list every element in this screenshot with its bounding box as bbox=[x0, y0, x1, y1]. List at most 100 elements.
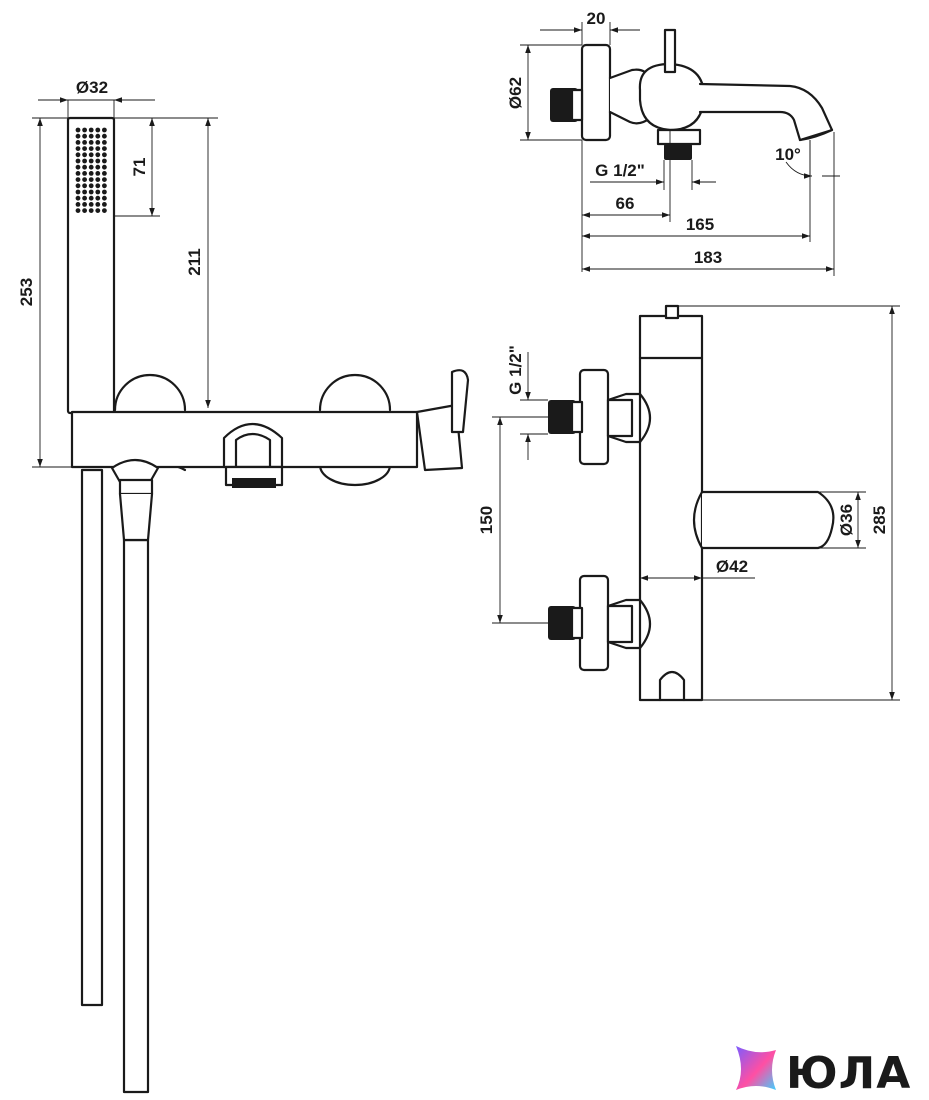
spray-nozzle bbox=[102, 189, 107, 195]
spray-nozzle bbox=[95, 177, 101, 183]
spray-nozzle bbox=[82, 183, 87, 189]
spray-nozzle bbox=[82, 146, 87, 152]
spray-nozzle bbox=[82, 127, 87, 133]
dim-body-diameter: Ø42 bbox=[716, 557, 748, 576]
spray-nozzle bbox=[95, 189, 101, 195]
spray-nozzle bbox=[75, 140, 81, 145]
holder-hook bbox=[658, 670, 686, 702]
lever-base bbox=[415, 403, 464, 472]
dim-handshower-diameter: Ø32 bbox=[76, 78, 108, 97]
spray-nozzle bbox=[82, 202, 87, 207]
dim-overall-depth: 183 bbox=[694, 248, 722, 267]
spray-nozzle bbox=[95, 195, 101, 201]
spray-nozzle bbox=[88, 208, 94, 214]
dim-thread-side: G 1/2" bbox=[506, 345, 525, 395]
spray-nozzle bbox=[82, 164, 87, 170]
dim-handshower-to-body: 211 bbox=[185, 248, 204, 275]
rosette-right-bottom bbox=[318, 463, 392, 487]
spray-nozzle bbox=[75, 152, 81, 158]
spray-nozzle bbox=[75, 183, 81, 189]
spray-nozzle bbox=[95, 133, 101, 139]
top-cap bbox=[664, 304, 680, 320]
spray-nozzle bbox=[88, 189, 94, 195]
side-view: 20 Ø62 G 1/2" 66 165 183 10° bbox=[506, 9, 840, 276]
spray-nozzle bbox=[75, 171, 81, 176]
spray-nozzle bbox=[95, 164, 101, 170]
spray-nozzle bbox=[82, 177, 87, 183]
spray-nozzle bbox=[82, 152, 87, 158]
spout-front-inner bbox=[234, 432, 272, 469]
spray-nozzle bbox=[88, 133, 94, 139]
spray-nozzle bbox=[95, 140, 101, 145]
side-rosette bbox=[580, 43, 612, 142]
spray-nozzle bbox=[88, 140, 94, 145]
spray-nozzle bbox=[82, 195, 87, 201]
spray-nozzle bbox=[95, 158, 101, 164]
spray-nozzle bbox=[88, 177, 94, 183]
hose-nut bbox=[118, 478, 154, 496]
spray-nozzle bbox=[82, 133, 87, 139]
top-rosette-upper bbox=[578, 368, 610, 466]
spray-nozzle bbox=[88, 183, 94, 189]
spray-nozzle bbox=[82, 208, 87, 214]
spray-nozzle bbox=[102, 183, 107, 189]
dim-handshower-length: 253 bbox=[17, 278, 36, 306]
dim-rosette-depth: 20 bbox=[587, 9, 606, 28]
spray-nozzle bbox=[95, 202, 101, 207]
spray-nozzle bbox=[102, 158, 107, 164]
spray-nozzle bbox=[75, 177, 81, 183]
dim-thread-top: G 1/2" bbox=[595, 161, 645, 180]
top-view: G 1/2" 150 Ø36 Ø42 285 bbox=[477, 304, 900, 702]
spray-nozzle bbox=[95, 152, 101, 158]
dim-spout-diameter: Ø36 bbox=[837, 504, 856, 536]
spray-nozzle bbox=[75, 146, 81, 152]
spray-nozzle bbox=[82, 171, 87, 176]
spray-nozzle bbox=[88, 152, 94, 158]
spray-nozzle bbox=[102, 171, 107, 176]
top-rosette-lower bbox=[578, 574, 610, 672]
dim-spout-length: 165 bbox=[686, 215, 714, 234]
spray-nozzle bbox=[95, 127, 101, 133]
spray-nozzle bbox=[75, 164, 81, 170]
spray-nozzle bbox=[102, 208, 107, 214]
spray-nozzle bbox=[82, 158, 87, 164]
spray-nozzle bbox=[102, 195, 107, 201]
rosette-left-top bbox=[113, 373, 187, 412]
spray-nozzle bbox=[102, 127, 107, 133]
spray-nozzle bbox=[82, 140, 87, 145]
spray-nozzle bbox=[88, 127, 94, 133]
spray-nozzle bbox=[88, 171, 94, 176]
side-spout bbox=[698, 82, 834, 142]
brand-logo: ЮЛА bbox=[736, 1046, 911, 1099]
spray-nozzle bbox=[75, 195, 81, 201]
side-lever bbox=[663, 28, 677, 74]
dim-body-height: 285 bbox=[870, 506, 889, 534]
spray-nozzles bbox=[75, 127, 107, 214]
spray-nozzle bbox=[75, 158, 81, 164]
spray-nozzle bbox=[75, 208, 81, 214]
brand-name: ЮЛА bbox=[786, 1048, 911, 1099]
top-body bbox=[638, 314, 704, 702]
mixer-body bbox=[70, 410, 419, 469]
brand-logo-icon bbox=[736, 1046, 776, 1090]
hose-right bbox=[122, 538, 150, 1094]
spray-nozzle bbox=[95, 208, 101, 214]
dim-center-offset: 66 bbox=[616, 194, 635, 213]
spray-nozzle bbox=[102, 146, 107, 152]
spray-nozzle bbox=[75, 189, 81, 195]
side-body bbox=[638, 62, 706, 132]
top-spout bbox=[700, 490, 835, 550]
spray-nozzle bbox=[82, 189, 87, 195]
rosette-right-top bbox=[318, 373, 392, 412]
dim-inlet-spacing: 150 bbox=[477, 506, 496, 534]
spray-nozzle bbox=[95, 183, 101, 189]
dim-rosette-diameter: Ø62 bbox=[506, 77, 525, 109]
dim-spout-angle: 10° bbox=[775, 145, 801, 164]
spray-nozzle bbox=[102, 140, 107, 145]
dim-spray-height: 71 bbox=[130, 158, 149, 177]
aerator bbox=[232, 478, 276, 488]
hose-connector bbox=[110, 458, 160, 484]
spray-nozzle bbox=[102, 202, 107, 207]
spout-front bbox=[222, 423, 284, 469]
